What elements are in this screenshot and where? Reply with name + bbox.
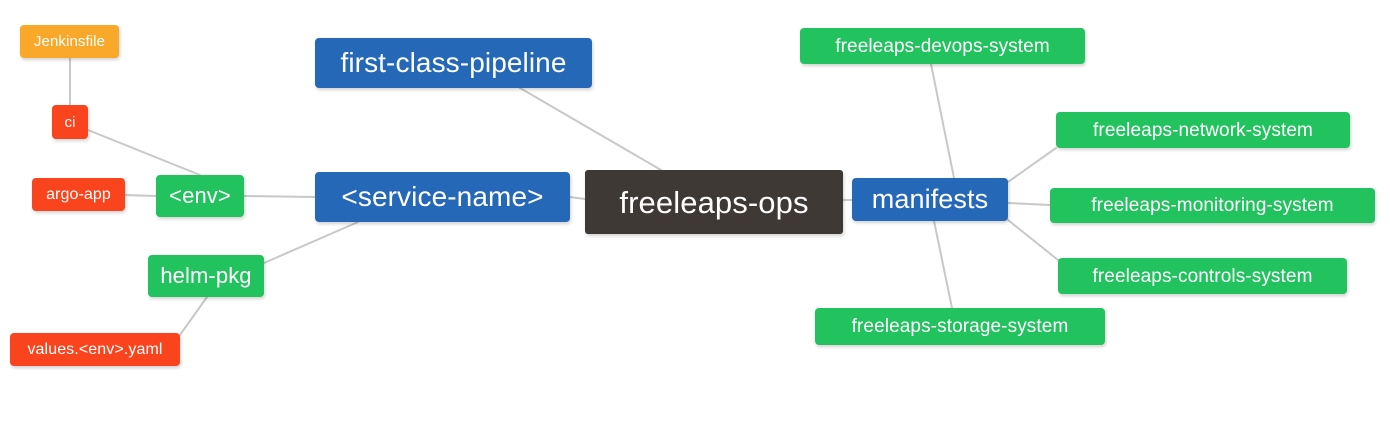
node-ci[interactable]: ci [52,105,88,139]
node-freeleaps-devops-system[interactable]: freeleaps-devops-system [800,28,1085,64]
edge-env-to-service-name [243,195,316,198]
node-service-name[interactable]: <service-name> [315,172,570,222]
node-freeleaps-storage-system[interactable]: freeleaps-storage-system [815,308,1105,345]
node-argo-app[interactable]: argo-app [32,178,125,211]
node-freeleaps-monitoring-system[interactable]: freeleaps-monitoring-system [1050,188,1375,223]
edge-freeleaps-controls-system-to-manifests [1007,219,1059,261]
edge-helm-pkg-to-service-name [263,221,359,264]
node-freeleaps-ops[interactable]: freeleaps-ops [585,170,843,234]
node-manifests[interactable]: manifests [852,178,1008,221]
node-freeleaps-network-system[interactable]: freeleaps-network-system [1056,112,1350,148]
edge-freeleaps-network-system-to-manifests [1007,147,1057,183]
node-values-yaml[interactable]: values.<env>.yaml [10,333,180,366]
edge-argo-app-to-env [124,194,157,197]
node-jenkinsfile[interactable]: Jenkinsfile [20,25,119,58]
edge-ci-to-env [87,129,201,176]
edge-freeleaps-storage-system-to-manifests [933,220,953,309]
edge-freeleaps-monitoring-system-to-manifests [1007,202,1051,206]
edge-first-class-pipeline-to-freeleaps-ops [519,87,662,171]
edge-values-yaml-to-helm-pkg [179,296,208,336]
node-helm-pkg[interactable]: helm-pkg [148,255,264,297]
node-first-class-pipeline[interactable]: first-class-pipeline [315,38,592,88]
edge-service-name-to-freeleaps-ops [569,196,586,200]
node-freeleaps-controls-system[interactable]: freeleaps-controls-system [1058,258,1347,294]
edge-freeleaps-devops-system-to-manifests [930,63,955,179]
node-env[interactable]: <env> [156,175,244,217]
